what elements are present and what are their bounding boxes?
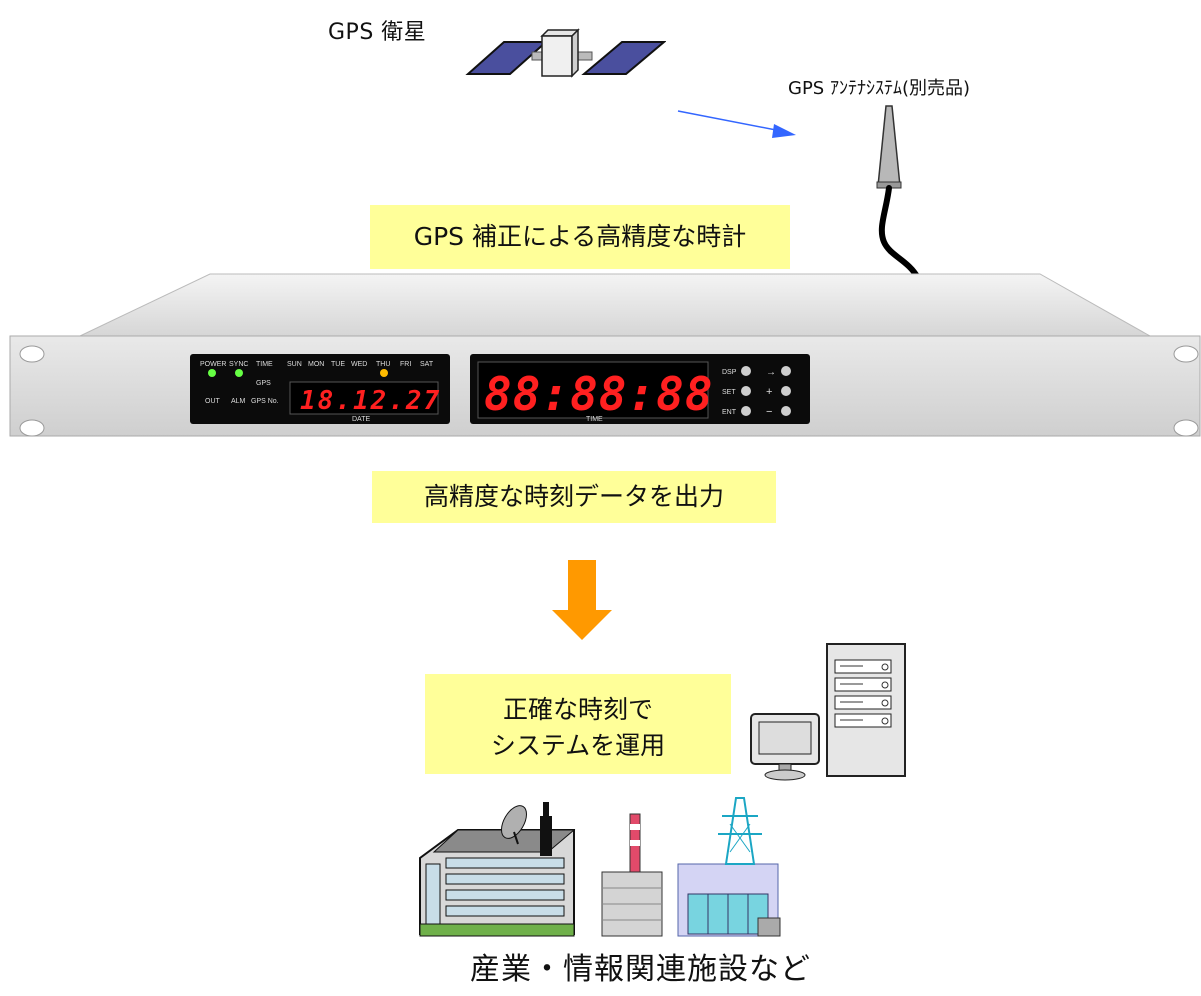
button-dsp-label: DSP [722,369,737,376]
antenna-label: GPS ｱﾝﾃﾅｼｽﾃﾑ(別売品) [788,78,970,99]
dsp-button[interactable] [741,366,751,376]
gps-clock-device: POWER SYNC TIME GPS OUT ALM GPS No. SUN … [9,273,1201,437]
operation-line-2: システムを運用 [490,731,666,761]
operation-line-1: 正確な時刻で [502,695,653,724]
weekday-mon: MON [308,361,324,368]
minus-button[interactable] [781,406,791,416]
signal-arrow [677,110,796,138]
satellite-icon [465,28,666,78]
weekday-tue: TUE [331,361,345,368]
facilities-icon [419,797,781,937]
facilities-label: 産業・情報関連施設など [470,952,811,987]
satellite-label: GPS 衛星 [328,20,427,45]
set-button[interactable] [741,386,751,396]
operation-note: 正確な時刻で システムを運用 [425,674,731,774]
right-button[interactable] [781,366,791,376]
label-alm: ALM [231,398,246,405]
label-gps: GPS [256,380,271,387]
button-ent-label: ENT [722,409,737,416]
date-display: 18.12.27 [300,386,441,416]
computer-icon [750,643,906,781]
date-caption: DATE [352,416,370,423]
antenna-icon [876,105,921,281]
time-display: 88:88:88 [484,367,714,421]
down-arrow [552,560,612,640]
label-power: POWER [200,361,226,368]
weekday-fri: FRI [400,361,411,368]
gps-clock-note: GPS 補正による高精度な時計 [370,205,790,269]
weekday-sat: SAT [420,361,434,368]
weekday-wed: WED [351,361,367,368]
weekday-sun: SUN [287,361,302,368]
weekday-thu: THU [376,361,390,368]
button-set-label: SET [722,389,736,396]
label-sync: SYNC [229,361,248,368]
output-note: 高精度な時刻データを出力 [372,471,776,523]
button-right-label: → [766,367,776,378]
plus-button[interactable] [781,386,791,396]
label-out: OUT [205,398,221,405]
label-gps-no: GPS No. [251,398,279,405]
ent-button[interactable] [741,406,751,416]
time-caption: TIME [586,416,603,423]
button-plus-label: + [766,386,772,398]
button-minus-label: − [766,406,772,418]
label-time: TIME [256,361,273,368]
